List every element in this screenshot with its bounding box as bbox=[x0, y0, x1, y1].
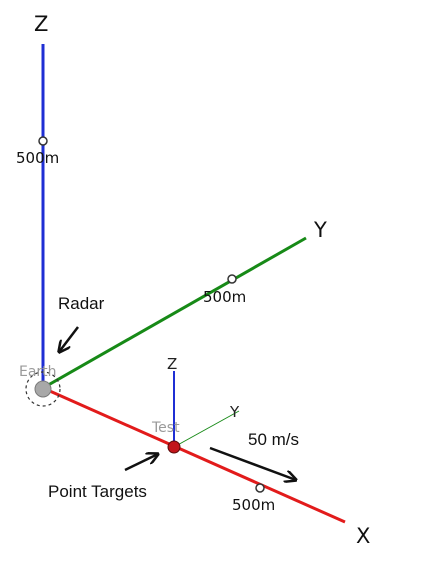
z-axis-label: Z bbox=[34, 12, 48, 36]
origin-dashed-ring bbox=[25, 371, 61, 407]
radar-arrow bbox=[59, 326, 79, 352]
local-origin-label: Test bbox=[151, 420, 180, 436]
radar-annotation: Radar bbox=[58, 294, 105, 313]
velocity-annotation: 50 m/s bbox=[248, 430, 299, 449]
point-targets-annotation: Point Targets bbox=[48, 482, 147, 501]
point-target-marker bbox=[167, 440, 181, 454]
z-tick-label: 500m bbox=[16, 149, 59, 167]
x-axis-label: X bbox=[356, 524, 370, 548]
origin-marker bbox=[34, 380, 52, 398]
y-tick-marker bbox=[227, 274, 237, 284]
local-y-axis-line bbox=[173, 410, 240, 448]
x-tick-marker bbox=[255, 483, 265, 493]
velocity-arrow bbox=[209, 446, 296, 480]
origin-label: Earth bbox=[19, 364, 57, 380]
y-axis-label: Y bbox=[313, 218, 327, 242]
z-tick-marker bbox=[38, 136, 48, 146]
y-axis-line bbox=[42, 236, 307, 390]
x-axis-line bbox=[42, 386, 346, 524]
local-y-label: Y bbox=[229, 403, 240, 421]
local-z-label: Z bbox=[167, 355, 177, 373]
y-tick-label: 500m bbox=[203, 288, 246, 306]
point-targets-arrow bbox=[124, 454, 158, 472]
x-tick-label: 500m bbox=[232, 496, 275, 514]
